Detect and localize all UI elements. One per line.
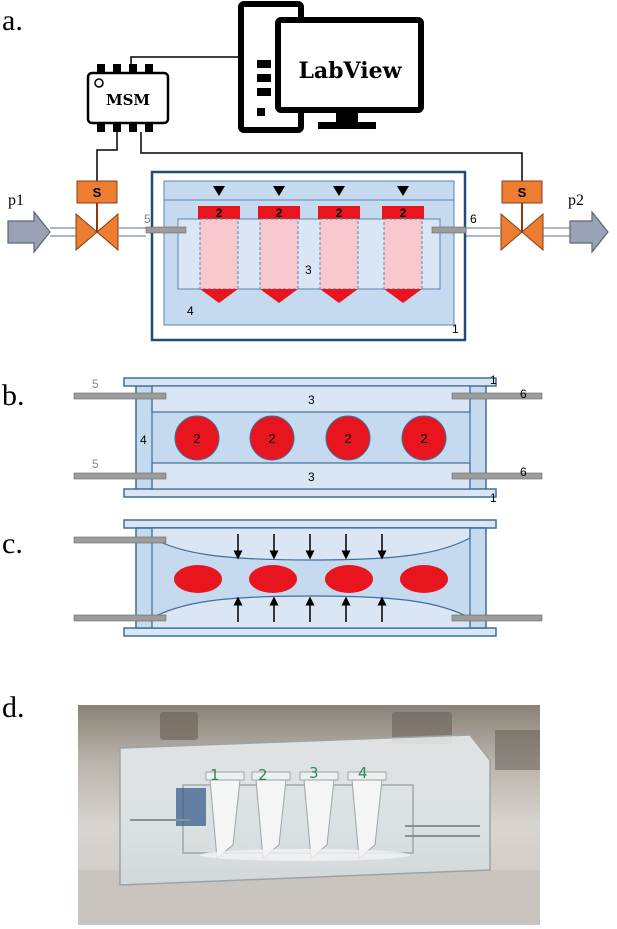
port-left-label: p1 [8,192,24,209]
tube-label-1: 2 [216,206,223,220]
b-inlet-bottom: 5 [92,457,99,471]
valve-left-label: S [93,185,102,200]
outlet-arrow-icon [569,210,609,254]
b-frame-bottom: 1 [490,491,497,505]
tube-3 [318,186,360,303]
tube-1 [198,186,240,303]
panel-label-a: a. [2,4,23,37]
fluid-label: 4 [187,304,194,318]
frame-label: 1 [452,322,459,336]
control-wires [96,56,523,181]
panel-label-d: d. [2,691,25,724]
photo-mark-4: 4 [358,764,368,782]
port-right-label: p2 [568,192,584,209]
msm-chip [86,64,170,132]
b-drop-4: 2 [420,431,427,446]
tube-2 [258,186,300,303]
outlet-label: 6 [470,212,477,226]
photo-mark-2: 2 [258,766,268,784]
valve-right-label: S [518,185,527,200]
b-fluid: 4 [140,433,147,447]
b-outlet-top: 6 [520,387,527,401]
b-outlet-bottom: 6 [520,465,527,479]
tube-label-4: 2 [400,206,407,220]
tube-4 [382,186,424,303]
computer-icon [238,1,424,133]
panel-label-b: b. [2,379,25,412]
tube-label-2: 2 [276,206,283,220]
tube-label-3: 2 [336,206,343,220]
inlet-arrow-icon [7,210,51,254]
cross-section-compressed [73,519,543,637]
valve-left [50,180,146,252]
photo-mark-1: 1 [210,766,220,784]
valve-right [466,180,570,252]
photo-mark-3: 3 [309,764,319,782]
b-inlet-top: 5 [92,377,99,391]
computer-label: LabView [298,58,402,84]
panel-label-c: c. [2,527,23,560]
device-photo [78,705,540,925]
b-chamber-top: 3 [308,393,315,407]
controller-label: MSM [106,91,150,109]
b-drop-1: 2 [193,431,200,446]
b-chamber-bottom: 3 [308,470,315,484]
b-drop-2: 2 [268,431,275,446]
chamber-label: 3 [305,263,312,277]
inlet-label: 5 [144,212,151,226]
b-drop-3: 2 [344,431,351,446]
cross-section-rest [73,377,543,498]
b-frame-top: 1 [490,373,497,387]
compression-arrows [233,534,387,622]
